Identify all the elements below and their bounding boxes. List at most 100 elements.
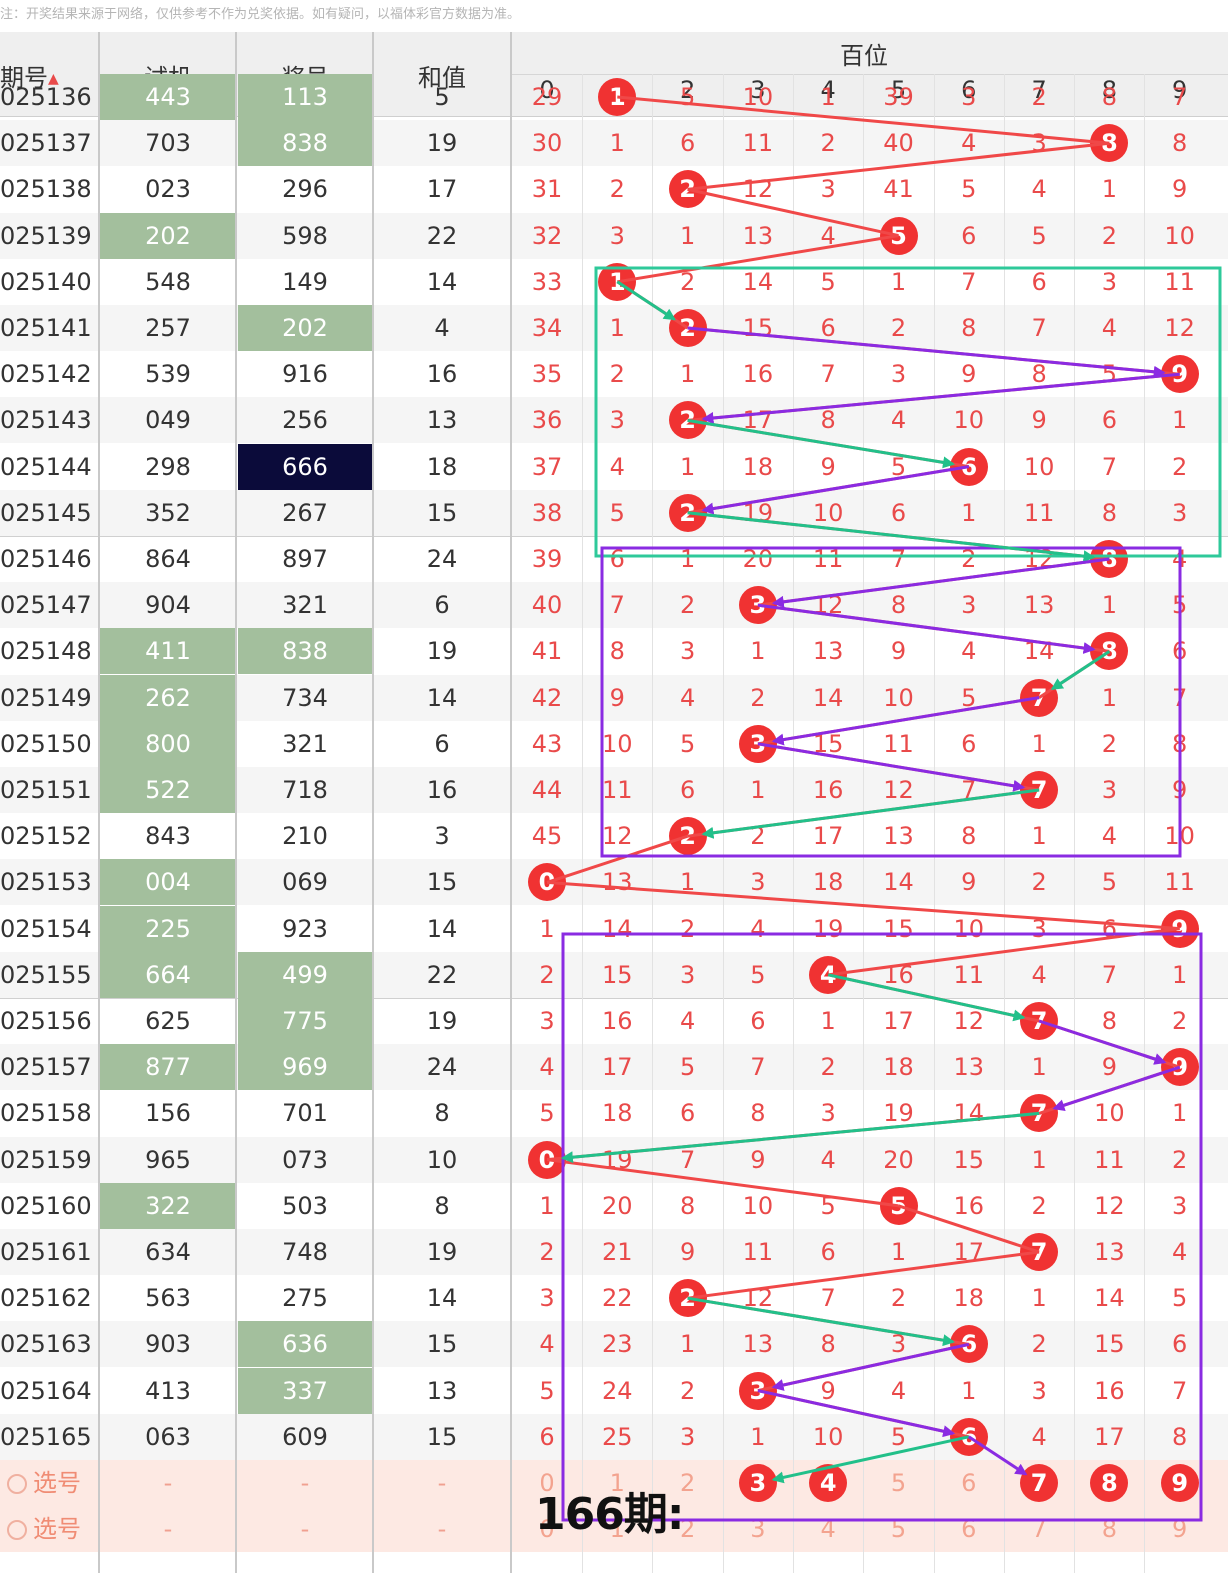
- miss-count: 1: [1101, 683, 1118, 712]
- placeholder-dash: -: [437, 1515, 447, 1544]
- pick-digit[interactable]: 4: [820, 1515, 836, 1544]
- miss-count: 3: [1031, 129, 1047, 158]
- pick-digit[interactable]: 2: [679, 1515, 696, 1544]
- miss-count: 5: [539, 1376, 555, 1405]
- pick-digit[interactable]: 6: [961, 1468, 977, 1497]
- trial-cell: 063: [145, 1422, 191, 1451]
- pick-radio[interactable]: 选号: [0, 1506, 98, 1552]
- sum-header: 和值: [418, 64, 466, 92]
- trial-cell: 522: [100, 766, 236, 813]
- pick-digit[interactable]: 0: [539, 1515, 555, 1544]
- miss-count: 12: [1164, 313, 1195, 342]
- miss-count: 6: [961, 221, 977, 250]
- draw-ball: 8: [1090, 124, 1129, 163]
- miss-count: 3: [1031, 914, 1047, 943]
- sort-arrows-icon[interactable]: ▲: [48, 71, 59, 87]
- miss-count: 8: [820, 406, 836, 435]
- draw-ball: 2: [668, 1279, 707, 1318]
- miss-count: 19: [602, 1145, 633, 1174]
- miss-count: 11: [1094, 1145, 1125, 1174]
- miss-count: 15: [1094, 1330, 1125, 1359]
- miss-count: 3: [1031, 1376, 1047, 1405]
- trial-cell: 411: [100, 628, 236, 675]
- draw-ball: 6: [949, 447, 988, 486]
- draw-ball: 2: [668, 493, 707, 532]
- draw-cell: 775: [238, 997, 372, 1044]
- miss-count: 20: [602, 1191, 633, 1220]
- miss-count: 24: [602, 1376, 633, 1405]
- trial-cell: 703: [145, 129, 191, 158]
- miss-count: 23: [602, 1330, 633, 1359]
- miss-count: 13: [883, 822, 914, 851]
- selected-digit-ball[interactable]: 3: [738, 1463, 777, 1502]
- pick-digit[interactable]: 7: [1031, 1515, 1047, 1544]
- pick-digit[interactable]: 0: [539, 1468, 555, 1497]
- miss-count: 5: [679, 729, 696, 758]
- trial-cell: 322: [100, 1182, 236, 1229]
- sum-cell: 14: [426, 1284, 458, 1313]
- draw-cell: 701: [282, 1099, 328, 1128]
- pick-digit[interactable]: 8: [1101, 1515, 1118, 1544]
- miss-count: 25: [602, 1422, 633, 1451]
- pick-digit[interactable]: 6: [961, 1515, 977, 1544]
- pick-digit[interactable]: 1: [609, 1515, 625, 1544]
- miss-count: 5: [820, 267, 836, 296]
- issue-cell: 025138: [0, 175, 92, 204]
- miss-count: 6: [890, 498, 907, 527]
- miss-count: 30: [531, 129, 563, 158]
- pick-digit[interactable]: 5: [890, 1515, 907, 1544]
- miss-count: 4: [609, 452, 625, 481]
- miss-count: 2: [679, 914, 696, 943]
- miss-count: 3: [679, 637, 696, 666]
- issue-cell: 025140: [0, 267, 92, 296]
- miss-count: 2: [1101, 221, 1118, 250]
- selected-digit-ball[interactable]: 8: [1090, 1463, 1129, 1502]
- radio-icon[interactable]: [7, 1520, 27, 1541]
- selected-digit-ball[interactable]: 4: [809, 1463, 848, 1502]
- miss-count: 10: [602, 729, 633, 758]
- draw-cell: 718: [282, 775, 328, 804]
- miss-count: 12: [602, 822, 633, 851]
- miss-count: 5: [539, 1099, 555, 1128]
- miss-count: 3: [609, 406, 625, 435]
- trial-cell: 965: [145, 1145, 191, 1174]
- sum-cell: 22: [426, 960, 458, 989]
- miss-count: 10: [953, 914, 985, 943]
- radio-icon[interactable]: [7, 1473, 27, 1494]
- pick-digit[interactable]: 3: [750, 1515, 766, 1544]
- pick-radio[interactable]: 选号: [0, 1460, 98, 1506]
- draw-cell: 267: [282, 498, 328, 527]
- miss-count: 19: [883, 1099, 914, 1128]
- miss-count: 4: [679, 1006, 696, 1035]
- selected-digit-ball[interactable]: 9: [1160, 1463, 1199, 1502]
- issue-header[interactable]: 期号▲: [0, 58, 70, 93]
- miss-count: 12: [953, 1006, 985, 1035]
- miss-count: 13: [602, 868, 633, 897]
- trial-cell: 352: [145, 498, 191, 527]
- miss-count: 4: [1031, 960, 1047, 989]
- miss-count: 6: [961, 729, 977, 758]
- sum-cell: 4: [434, 313, 450, 342]
- miss-count: 6: [539, 1422, 555, 1451]
- issue-cell: 025137: [0, 129, 92, 158]
- pick-digit[interactable]: 9: [1172, 1515, 1188, 1544]
- miss-count: 5: [820, 1191, 836, 1220]
- pick-digit[interactable]: 5: [890, 1468, 907, 1497]
- trial-cell: 864: [145, 544, 191, 573]
- trial-cell: 225: [100, 905, 236, 952]
- issue-cell: 025154: [0, 914, 92, 943]
- miss-count: 6: [609, 544, 625, 573]
- miss-count: 1: [1031, 1284, 1047, 1313]
- selected-digit-ball[interactable]: 7: [1020, 1463, 1059, 1502]
- draw-ball: 2: [668, 308, 707, 347]
- miss-count: 7: [1172, 1376, 1188, 1405]
- issue-cell: 025144: [0, 452, 92, 481]
- miss-count: 5: [679, 1053, 696, 1082]
- miss-count: 5: [890, 1422, 907, 1451]
